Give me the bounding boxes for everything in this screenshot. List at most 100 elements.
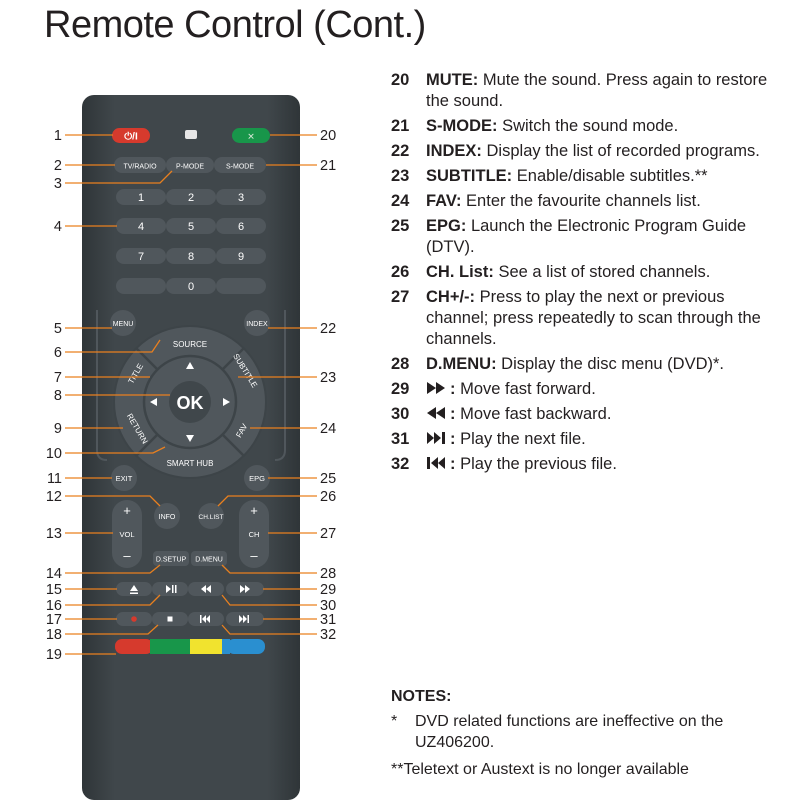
callout-32: 32 [320, 627, 336, 643]
item-text: Mute the sound. Press again to restore t… [426, 71, 768, 110]
digit-0-button[interactable] [166, 278, 216, 294]
digit-9-label: 9 [238, 251, 244, 263]
digit-8-button[interactable] [166, 248, 216, 264]
arrow-left-icon[interactable] [150, 398, 157, 406]
digit-5-button[interactable] [166, 218, 216, 234]
item-number: 20 [391, 71, 410, 89]
callout-25: 25 [320, 471, 336, 487]
list-item: 20 MUTE: Mute the sound. Press again to r… [391, 70, 791, 112]
digit-6-button[interactable] [216, 218, 266, 234]
epg-button[interactable] [244, 465, 270, 491]
next-track-icon [427, 432, 445, 444]
menu-label: MENU [113, 321, 134, 328]
vol-plus-label[interactable]: + [123, 503, 131, 518]
mute-button[interactable] [232, 128, 270, 143]
yellow-key[interactable] [190, 639, 227, 654]
stop-icon [167, 616, 173, 622]
function-list: 20 MUTE: Mute the sound. Press again to r… [391, 70, 791, 479]
ch-plus-label[interactable]: + [250, 503, 258, 518]
ch-minus-label[interactable]: – [250, 548, 258, 563]
callout-3: 3 [54, 176, 62, 192]
ch-label: CH [249, 530, 260, 539]
previous-track-icon [200, 615, 210, 623]
digit-3-label: 3 [238, 192, 244, 204]
source-label[interactable]: SOURCE [173, 340, 207, 349]
blank-right-button[interactable] [216, 278, 266, 294]
item-number: 29 [391, 380, 410, 398]
smart-hub-label[interactable]: SMART HUB [167, 459, 214, 468]
item-label: MUTE: [426, 71, 479, 89]
callout-30: 30 [320, 598, 336, 614]
ch-rocker[interactable] [239, 500, 269, 568]
d-menu-button[interactable] [191, 551, 227, 566]
index-label: INDEX [246, 321, 268, 328]
list-item: 29: Move fast forward. [391, 379, 791, 400]
vol-minus-label[interactable]: – [123, 548, 131, 563]
exit-button[interactable] [111, 465, 137, 491]
item-label: SUBTITLE: [426, 167, 513, 185]
callout-numbers: 1 2 3 4 5 6 7 8 9 10 11 12 13 14 15 16 1… [46, 128, 336, 663]
digit-2-label: 2 [188, 192, 194, 204]
digit-7-button[interactable] [116, 248, 166, 264]
power-button[interactable] [112, 128, 150, 143]
tv-radio-button[interactable] [114, 157, 166, 173]
green-key-edge [150, 639, 158, 654]
callout-26: 26 [320, 489, 336, 505]
digit-3-button[interactable] [216, 189, 266, 205]
arrow-right-icon[interactable] [223, 398, 230, 406]
d-setup-label: D.SETUP [156, 557, 187, 564]
digit-2-button[interactable] [166, 189, 216, 205]
list-item: 31: Play the next file. [391, 429, 791, 450]
d-setup-button[interactable] [153, 551, 189, 566]
menu-button[interactable] [110, 310, 136, 336]
digit-0-label: 0 [188, 281, 194, 293]
blank-left-button[interactable] [116, 278, 166, 294]
item-label: D.MENU: [426, 355, 497, 373]
green-key[interactable] [153, 639, 190, 654]
item-label: : [450, 405, 456, 423]
p-mode-label: P-MODE [176, 164, 204, 171]
ok-button[interactable] [169, 381, 211, 423]
index-button[interactable] [244, 310, 270, 336]
list-item: 30: Move fast backward. [391, 404, 791, 425]
note-line: * DVD related functions are ineffective … [391, 711, 791, 753]
digit-1-button[interactable] [116, 189, 166, 205]
item-label: : [450, 430, 456, 448]
callout-18: 18 [46, 627, 62, 643]
red-key[interactable] [115, 639, 153, 654]
fast-forward-icon [240, 585, 250, 593]
item-number: 28 [391, 355, 410, 373]
ch-list-button[interactable] [198, 503, 224, 529]
item-label: INDEX: [426, 142, 482, 160]
blue-key-edge [222, 639, 230, 654]
arrow-up-icon[interactable] [186, 362, 194, 369]
s-mode-button[interactable] [214, 157, 266, 173]
info-button[interactable] [154, 503, 180, 529]
digit-4-button[interactable] [116, 218, 166, 234]
item-label: S-MODE: [426, 117, 498, 135]
list-item: 28 D.MENU: Display the disc menu (DVD)*. [391, 354, 791, 375]
arrow-down-icon[interactable] [186, 435, 194, 442]
item-text: Play the previous file. [460, 455, 617, 473]
digit-8-label: 8 [188, 251, 194, 263]
vol-rocker[interactable] [112, 500, 142, 568]
p-mode-button[interactable] [166, 157, 214, 173]
callout-5: 5 [54, 321, 62, 337]
ch-list-label: CH.LIST [199, 514, 224, 521]
callout-13: 13 [46, 526, 62, 542]
s-mode-label: S-MODE [226, 164, 254, 171]
callout-7: 7 [54, 370, 62, 386]
callout-14: 14 [46, 566, 62, 582]
left-rail [96, 310, 108, 461]
callout-10: 10 [46, 446, 62, 462]
callout-24: 24 [320, 421, 336, 437]
digit-9-button[interactable] [216, 248, 266, 264]
note-line: **Teletext or Austext is no longer avail… [391, 759, 791, 780]
fast-forward-icon [427, 382, 445, 394]
blue-key[interactable] [227, 639, 265, 654]
epg-label: EPG [249, 474, 265, 483]
item-number: 31 [391, 430, 410, 448]
callout-28: 28 [320, 566, 336, 582]
item-text: Display the disc menu (DVD)*. [501, 355, 724, 373]
